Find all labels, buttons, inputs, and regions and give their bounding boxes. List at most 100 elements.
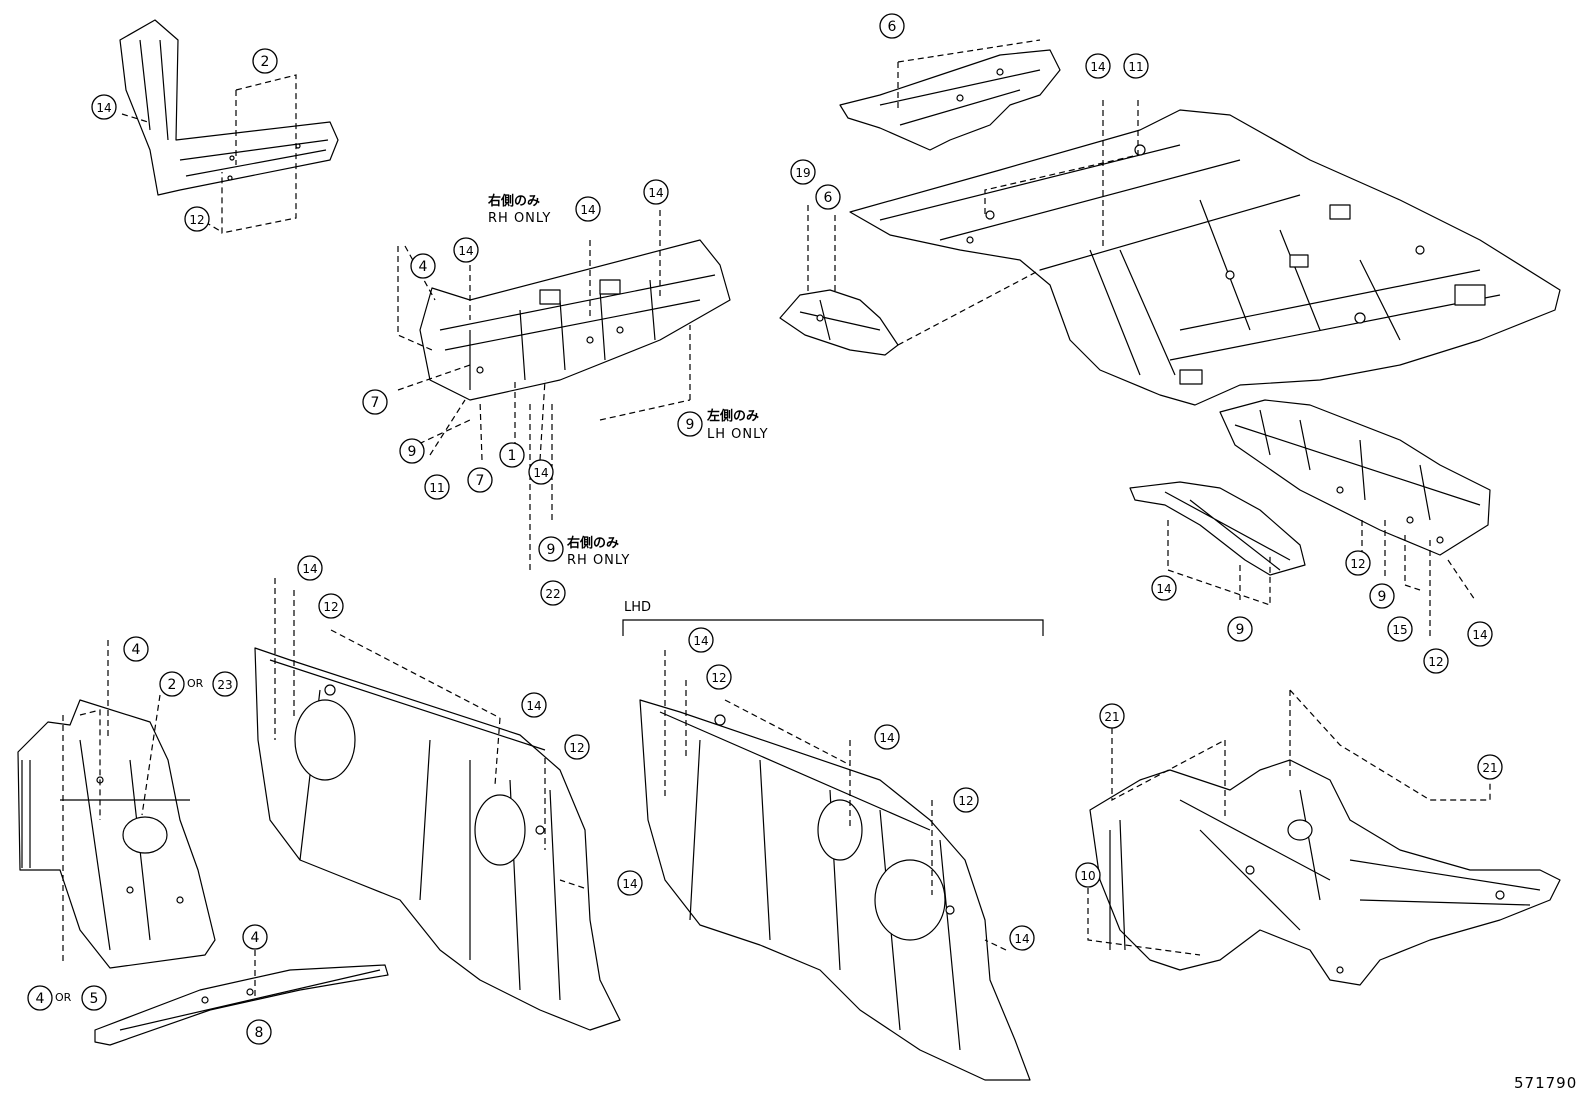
svg-text:14: 14 xyxy=(648,186,663,200)
callout-19: 19 xyxy=(790,159,816,185)
floor-rail-part xyxy=(1129,481,1306,576)
callout-4-cowl: 4 xyxy=(123,636,149,662)
callout-2-cowl: 2 xyxy=(159,671,185,697)
callout-11-a: 11 xyxy=(424,474,450,500)
svg-text:14: 14 xyxy=(580,203,595,217)
callout-14-pillar: 14 xyxy=(91,94,117,120)
svg-text:14: 14 xyxy=(879,731,894,745)
svg-text:11: 11 xyxy=(429,481,444,495)
svg-text:14: 14 xyxy=(526,699,541,713)
svg-text:14: 14 xyxy=(533,466,548,480)
svg-text:14: 14 xyxy=(1090,60,1105,74)
callout-4-lower: 4 xyxy=(27,985,53,1011)
rh-only-note-en-b: RH ONLY xyxy=(567,553,631,568)
callout-9-a: 9 xyxy=(399,438,425,464)
cowl-side-panel-part xyxy=(17,699,216,969)
callout-14-floor: 14 xyxy=(1085,53,1111,79)
callout-15: 15 xyxy=(1387,616,1413,642)
dash-panel-rhd-part xyxy=(254,647,621,1031)
svg-text:9: 9 xyxy=(686,417,695,433)
callout-6-bracket: 6 xyxy=(815,184,841,210)
svg-text:6: 6 xyxy=(824,190,833,206)
callout-5: 5 xyxy=(81,985,107,1011)
callout-14-rhd-a: 14 xyxy=(297,555,323,581)
svg-text:2: 2 xyxy=(168,677,177,693)
callout-6-top: 6 xyxy=(879,13,905,39)
callout-12-rhd-a: 12 xyxy=(318,593,344,619)
svg-text:12: 12 xyxy=(1428,655,1443,669)
svg-text:12: 12 xyxy=(711,671,726,685)
svg-text:7: 7 xyxy=(476,473,485,489)
sill-bar-part xyxy=(94,964,389,1046)
callout-14-dash-b: 14 xyxy=(575,196,601,222)
lh-only-note-jp: 左側のみ xyxy=(707,409,760,424)
svg-text:12: 12 xyxy=(569,741,584,755)
svg-text:14: 14 xyxy=(622,877,637,891)
lh-only-note-en: LH ONLY xyxy=(707,427,769,442)
svg-text:12: 12 xyxy=(189,213,204,227)
callout-9-rh: 9 xyxy=(538,536,564,562)
svg-text:4: 4 xyxy=(132,642,141,658)
svg-text:5: 5 xyxy=(90,991,99,1007)
callout-11-floor: 11 xyxy=(1123,53,1149,79)
callout-12-rhd-b: 12 xyxy=(564,734,590,760)
lhd-label: LHD xyxy=(624,600,652,615)
callout-14-rhd-b: 14 xyxy=(521,692,547,718)
dash-crossmember-part xyxy=(419,239,731,401)
svg-text:22: 22 xyxy=(545,587,560,601)
callout-12-rear-b: 12 xyxy=(1423,648,1449,674)
callout-23: 23 xyxy=(212,671,238,697)
svg-text:14: 14 xyxy=(458,244,473,258)
callout-4-dash: 4 xyxy=(410,253,436,279)
svg-text:15: 15 xyxy=(1392,623,1407,637)
callout-14-lhd-a: 14 xyxy=(688,627,714,653)
callout-12-lhd-a: 12 xyxy=(706,664,732,690)
svg-text:11: 11 xyxy=(1128,60,1143,74)
callout-14-lhd-b: 14 xyxy=(874,724,900,750)
callout-21-b: 21 xyxy=(1477,754,1503,780)
svg-text:14: 14 xyxy=(302,562,317,576)
svg-text:4: 4 xyxy=(251,930,260,946)
front-suspension-member-part xyxy=(1089,759,1561,986)
callout-14-dash-c: 14 xyxy=(643,179,669,205)
svg-text:4: 4 xyxy=(419,259,428,275)
svg-text:21: 21 xyxy=(1482,761,1497,775)
rh-only-note-jp-a: 右側のみ xyxy=(488,194,541,209)
floor-panel-small-part xyxy=(839,49,1061,151)
callout-22: 22 xyxy=(540,580,566,606)
svg-text:23: 23 xyxy=(217,678,232,692)
svg-text:7: 7 xyxy=(371,395,380,411)
svg-text:14: 14 xyxy=(1156,582,1171,596)
callout-7-b: 7 xyxy=(467,467,493,493)
callout-7-a: 7 xyxy=(362,389,388,415)
callout-14-dash-d: 14 xyxy=(528,459,554,485)
floor-bracket-part xyxy=(779,289,899,356)
svg-text:1: 1 xyxy=(508,448,517,464)
svg-text:12: 12 xyxy=(1350,557,1365,571)
callout-14-dash-a: 14 xyxy=(453,237,479,263)
svg-text:9: 9 xyxy=(408,444,417,460)
svg-text:10: 10 xyxy=(1080,869,1095,883)
rh-only-note-jp-b: 右側のみ xyxy=(567,536,620,551)
callout-12-pillar: 12 xyxy=(184,206,210,232)
svg-text:8: 8 xyxy=(255,1025,264,1041)
svg-text:14: 14 xyxy=(693,634,708,648)
rh-only-note-en-a: RH ONLY xyxy=(488,211,552,226)
callout-9-rear: 9 xyxy=(1369,583,1395,609)
dash-panel-lhd-part xyxy=(639,699,1031,1081)
svg-text:2: 2 xyxy=(261,54,270,70)
callout-14-rail: 14 xyxy=(1151,575,1177,601)
callout-9-rail: 9 xyxy=(1227,616,1253,642)
callout-8: 8 xyxy=(246,1019,272,1045)
rear-crossmember-part xyxy=(1219,399,1491,556)
callout-2-top: 2 xyxy=(252,48,278,74)
main-floor-pan-part xyxy=(849,109,1561,406)
svg-text:14: 14 xyxy=(96,101,111,115)
svg-text:12: 12 xyxy=(958,794,973,808)
svg-text:6: 6 xyxy=(888,19,897,35)
svg-text:9: 9 xyxy=(1378,589,1387,605)
callout-12-lhd-b: 12 xyxy=(953,787,979,813)
or-label-2-23: OR xyxy=(187,677,204,690)
svg-text:21: 21 xyxy=(1104,710,1119,724)
